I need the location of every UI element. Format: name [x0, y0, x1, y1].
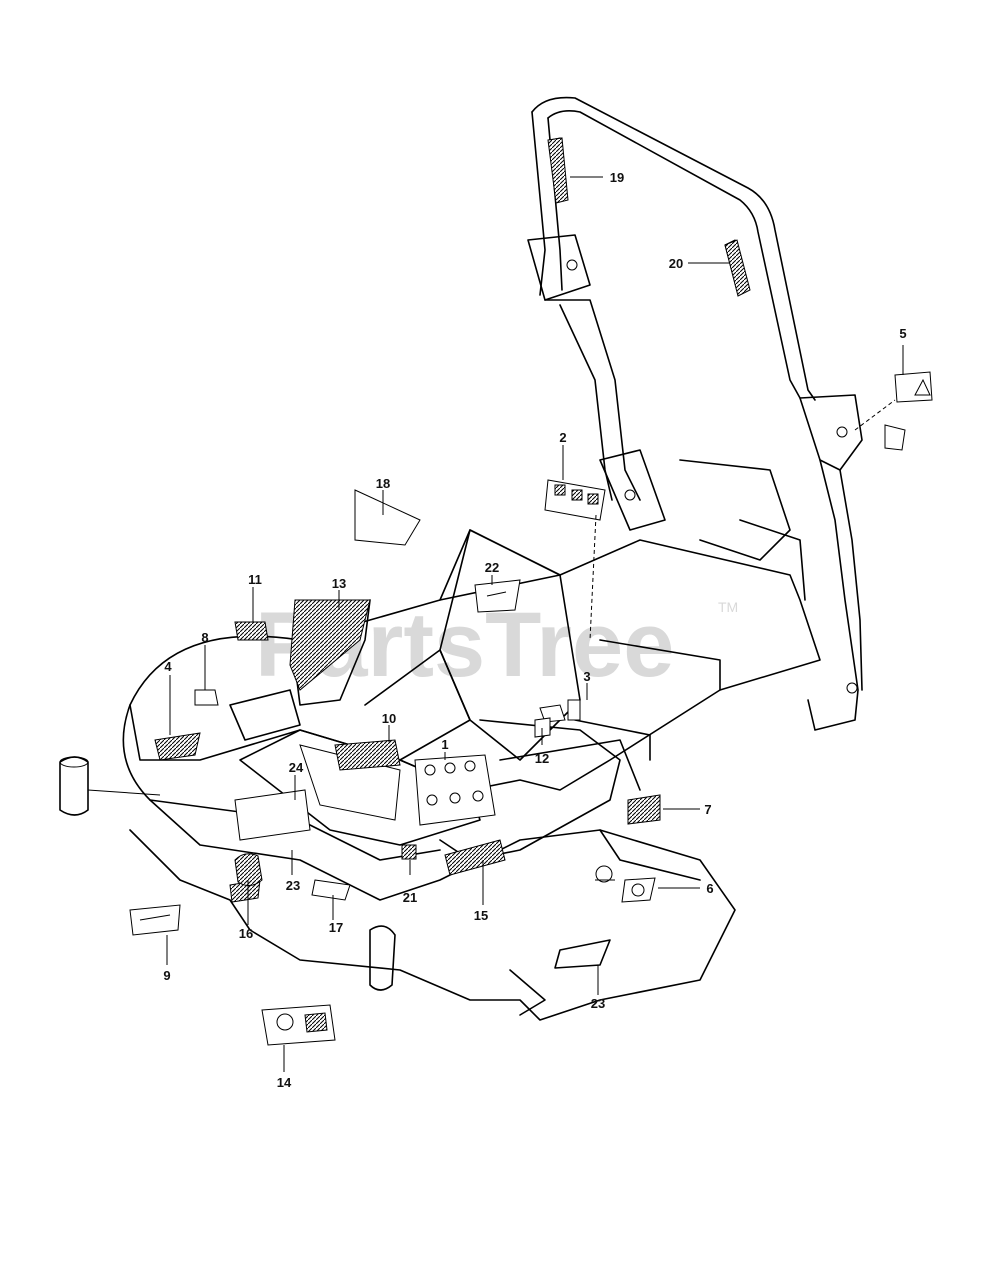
callout-13[interactable]: 13: [332, 576, 346, 591]
callout-15[interactable]: 15: [474, 908, 488, 923]
callout-6[interactable]: 6: [706, 881, 713, 896]
decal-6: [621, 877, 656, 903]
decal-20: [724, 239, 751, 297]
frame-and-deck: [59, 449, 821, 1021]
leader-lines: [166, 176, 904, 1072]
callout-2[interactable]: 2: [559, 430, 566, 445]
decal-4: [154, 732, 201, 761]
decal-15: [444, 839, 506, 876]
decal-10: [334, 739, 401, 771]
callout-20[interactable]: 20: [669, 256, 683, 271]
callout-3[interactable]: 3: [583, 669, 590, 684]
callout-7[interactable]: 7: [704, 802, 711, 817]
watermark-tm: TM: [718, 599, 738, 615]
decal-16: [234, 853, 263, 886]
decal-9: [129, 904, 181, 936]
decals: [129, 137, 933, 1046]
decal-1: [414, 754, 496, 826]
decal-11: [234, 621, 269, 641]
callouts: 1 2 3 4 5 6 7 8 9 10 11 12 13 14 15 16 1…: [163, 170, 906, 1090]
callout-23-right[interactable]: 23: [591, 996, 605, 1011]
decal-12: [534, 717, 551, 738]
decal-13: [289, 599, 371, 691]
decal-24: [234, 789, 311, 841]
decal-21: [401, 844, 417, 860]
callout-23-left[interactable]: 23: [286, 878, 300, 893]
callout-10[interactable]: 10: [382, 711, 396, 726]
decal-3: [539, 704, 566, 723]
callout-19[interactable]: 19: [610, 170, 624, 185]
callout-16[interactable]: 16: [239, 926, 253, 941]
decal-22: [474, 579, 521, 613]
callout-14[interactable]: 14: [277, 1075, 292, 1090]
decal-17: [311, 879, 351, 901]
callout-11[interactable]: 11: [248, 572, 262, 587]
callout-5[interactable]: 5: [899, 326, 906, 341]
callout-12[interactable]: 12: [535, 751, 549, 766]
decal-8: [194, 689, 219, 706]
callout-17[interactable]: 17: [329, 920, 343, 935]
callout-24[interactable]: 24: [289, 760, 304, 775]
callout-18[interactable]: 18: [376, 476, 390, 491]
callout-1[interactable]: 1: [441, 737, 448, 752]
callout-22[interactable]: 22: [485, 560, 499, 575]
callout-4[interactable]: 4: [164, 659, 172, 674]
decal-19: [547, 137, 569, 204]
decal-7: [627, 794, 661, 825]
decal-18: [354, 489, 421, 546]
callout-8[interactable]: 8: [201, 630, 208, 645]
callout-9[interactable]: 9: [163, 968, 170, 983]
callout-21[interactable]: 21: [403, 890, 417, 905]
